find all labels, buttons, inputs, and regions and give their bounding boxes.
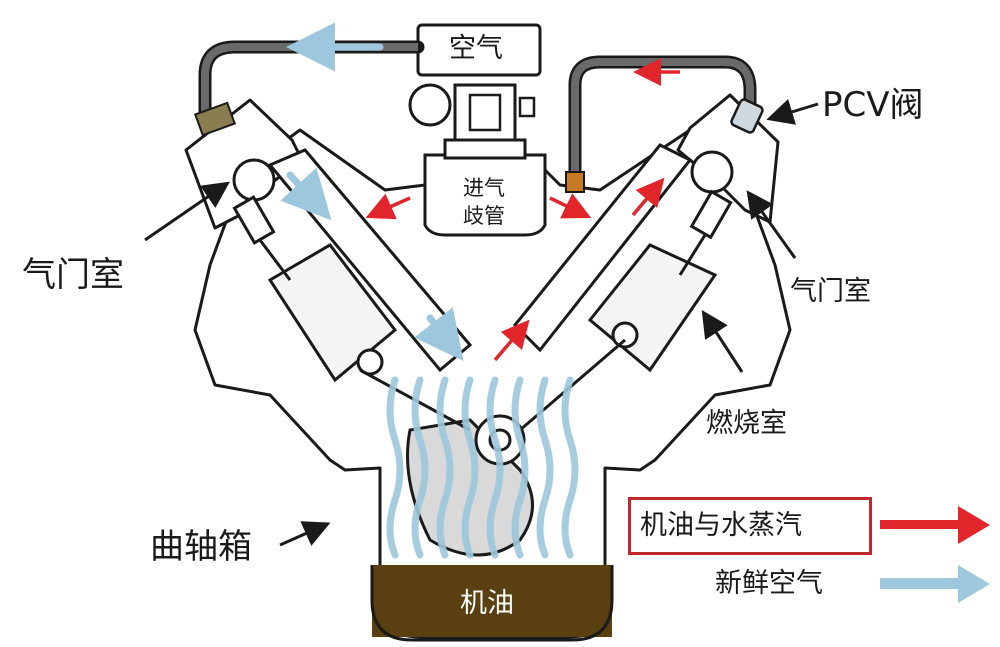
oil-sump-fill bbox=[372, 565, 612, 637]
fresh-air-crankcase-flow bbox=[386, 376, 579, 559]
breather-filter bbox=[193, 101, 237, 137]
pcv-fitting bbox=[565, 171, 585, 193]
legend-oil-vapor-arrow bbox=[880, 506, 990, 544]
pcv-valve bbox=[730, 98, 764, 134]
intake-manifold bbox=[408, 83, 547, 237]
legend-fresh-air-arrow bbox=[880, 565, 990, 603]
callout-arrows bbox=[144, 98, 819, 547]
left-breather-hose bbox=[198, 40, 425, 122]
combustion-chamber-label: 燃烧室 bbox=[706, 408, 787, 439]
oil-vapor-arrows bbox=[365, 58, 680, 362]
air-label: 空气 bbox=[449, 33, 503, 64]
intake-manifold-label-line1: 进气 bbox=[463, 176, 505, 200]
legend-oil-vapor-label: 机油与水蒸汽 bbox=[640, 510, 802, 541]
valve-chamber-right-label: 气门室 bbox=[790, 276, 871, 307]
legend-fresh-air-label: 新鲜空气 bbox=[715, 568, 823, 599]
fresh-air-arrows bbox=[280, 22, 464, 362]
pcv-valve-label: PCV阀 bbox=[822, 85, 924, 125]
right-piston bbox=[587, 243, 718, 373]
intake-manifold-label-line2: 歧管 bbox=[463, 204, 505, 228]
valve-chamber-left-label: 气门室 bbox=[22, 255, 124, 295]
left-piston bbox=[267, 243, 398, 383]
right-valve-spring bbox=[678, 150, 734, 276]
left-valve-spring bbox=[232, 158, 292, 281]
oil-sump-label: 机油 bbox=[460, 588, 514, 619]
legend-oil-vapor-box bbox=[628, 497, 872, 555]
crankcase-label: 曲轴箱 bbox=[150, 527, 252, 567]
